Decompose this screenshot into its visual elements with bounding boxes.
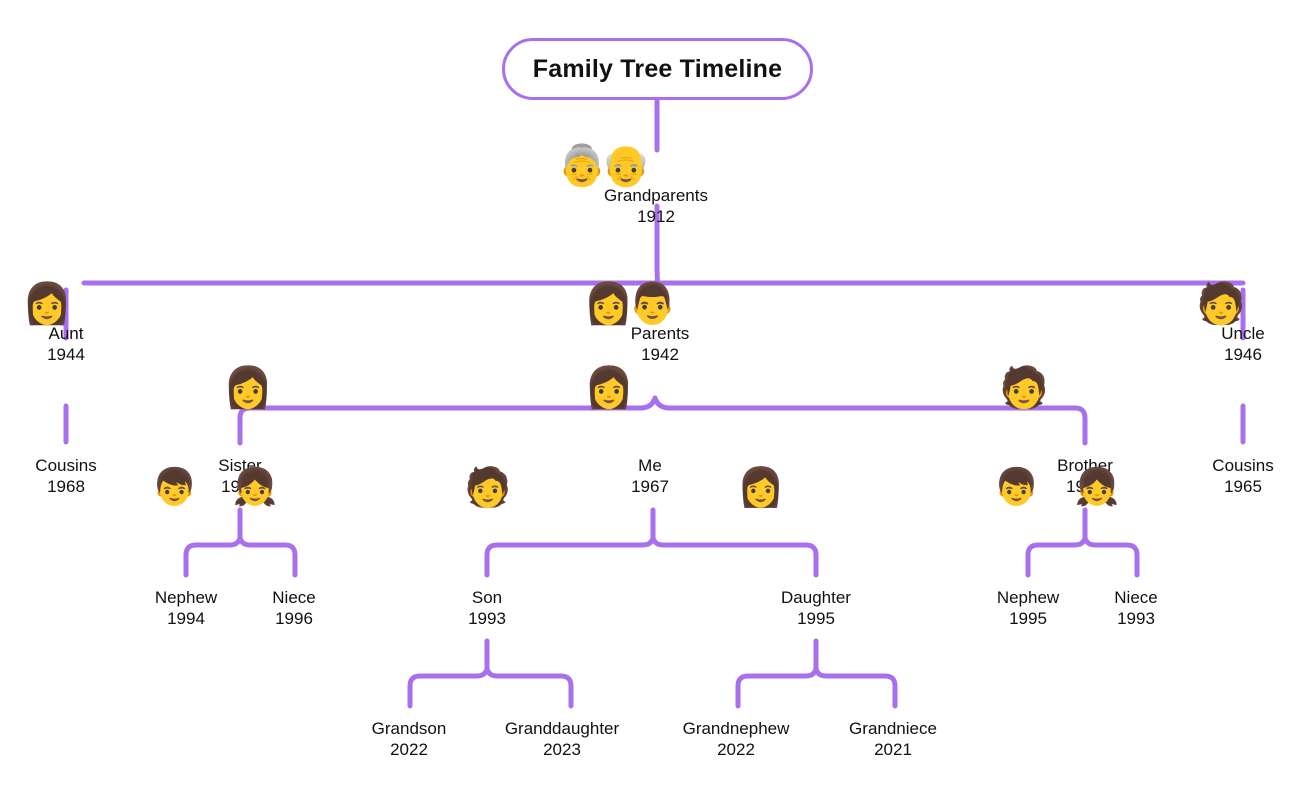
- node-label: Brother: [1057, 456, 1113, 475]
- node-label: Nephew: [154, 588, 218, 607]
- node-uncle[interactable]: 🧑 Uncle 1946: [1196, 284, 1265, 365]
- edge-brother-to-kids: [1025, 535, 1140, 578]
- node-year: 1912: [637, 206, 675, 226]
- woman-red-hair-icon: 👩: [22, 281, 72, 327]
- edge-sister-to-kids: [183, 535, 298, 578]
- node-niece-right[interactable]: 👧 Niece 1993: [1075, 470, 1158, 629]
- person-blond-hair-icon: 🧑: [1196, 281, 1247, 327]
- node-grandparents[interactable]: 👵 👴 Grandparents 1912: [557, 146, 708, 227]
- node-label: Cousins: [35, 456, 97, 475]
- node-label: Niece: [1114, 588, 1158, 607]
- node-label: Grandparents: [604, 186, 708, 205]
- node-cousins-right[interactable]: Cousins 1965: [1212, 456, 1273, 497]
- node-year: 2022: [717, 739, 755, 759]
- node-year: 1946: [1224, 344, 1262, 364]
- node-label: Daughter: [781, 588, 851, 607]
- node-cousins-left[interactable]: Cousins 1968: [35, 456, 96, 497]
- node-nephew-right[interactable]: 👦 Nephew 1995: [994, 470, 1060, 629]
- node-year: 2023: [543, 739, 581, 759]
- node-year: 1968: [221, 476, 259, 496]
- node-year: 1996: [275, 608, 313, 628]
- node-label: Grandniece: [849, 719, 937, 738]
- older-woman-icon: 👵: [557, 143, 607, 189]
- node-label: Aunt: [48, 324, 84, 343]
- node-year: 1942: [641, 344, 679, 364]
- node-brother[interactable]: 🧑 Brother 1965: [999, 368, 1113, 497]
- boy-icon: 👦: [994, 467, 1040, 508]
- node-year: 1994: [167, 608, 205, 628]
- node-year: 2021: [874, 739, 912, 759]
- node-label: Grandson: [371, 719, 447, 738]
- node-year: 1993: [1117, 608, 1155, 628]
- woman-red-hair-icon: 👩: [584, 365, 634, 411]
- node-label: Uncle: [1221, 324, 1265, 343]
- node-year: 1995: [1009, 608, 1047, 628]
- node-me[interactable]: 👩 Me 1967: [584, 368, 669, 497]
- node-grandniece[interactable]: Grandniece 2021: [849, 719, 937, 760]
- node-label: Sister: [218, 456, 262, 475]
- node-label: Grandnephew: [682, 719, 790, 738]
- node-label: Me: [638, 456, 662, 475]
- node-grandnephew[interactable]: Grandnephew 2022: [683, 719, 790, 760]
- edge-son-to-kids: [407, 666, 574, 709]
- man-icon: 👨: [627, 281, 678, 327]
- node-niece-left[interactable]: 👧 Niece 1996: [233, 470, 316, 629]
- node-daughter[interactable]: 👩 Daughter 1995: [737, 468, 851, 629]
- woman-white-hair-icon: 👩: [583, 281, 634, 327]
- older-man-icon: 👴: [601, 143, 651, 189]
- node-label: Son: [471, 588, 503, 607]
- diagram-title-pill: Family Tree Timeline: [502, 38, 813, 100]
- woman-icon: 👩: [737, 465, 785, 509]
- node-label: Granddaughter: [504, 719, 620, 738]
- girl-icon: 👧: [232, 467, 278, 508]
- node-label: Nephew: [996, 588, 1060, 607]
- node-year: 1965: [1066, 476, 1104, 496]
- edge-me-to-kids: [484, 535, 819, 578]
- node-year: 1944: [47, 344, 85, 364]
- person-red-hair-icon: 🧑: [464, 465, 512, 509]
- node-label: Niece: [272, 588, 316, 607]
- page-title: Family Tree Timeline: [532, 54, 783, 83]
- node-year: 1968: [47, 476, 85, 496]
- edge-daughter-to-kids: [735, 666, 898, 709]
- node-year: 1967: [631, 476, 669, 496]
- node-sister[interactable]: 👩 Sister 1968: [218, 368, 273, 497]
- man-bald-icon: 🧑: [999, 365, 1050, 411]
- boy-icon: 👦: [152, 467, 198, 508]
- node-year: 1965: [1224, 476, 1262, 496]
- woman-icon: 👩: [223, 365, 274, 411]
- node-grandson[interactable]: Grandson 2022: [372, 719, 447, 760]
- node-son[interactable]: 🧑 Son 1993: [464, 468, 511, 629]
- node-nephew-left[interactable]: 👦 Nephew 1994: [152, 470, 218, 629]
- node-label: Cousins: [1212, 456, 1274, 475]
- node-label: Parents: [630, 324, 690, 343]
- node-year: 2022: [390, 739, 428, 759]
- girl-icon: 👧: [1074, 467, 1120, 508]
- node-aunt[interactable]: 👩 Aunt 1944: [22, 284, 85, 365]
- node-year: 1993: [468, 608, 506, 628]
- node-year: 1995: [797, 608, 835, 628]
- node-parents[interactable]: 👩 👨 Parents 1942: [584, 284, 690, 365]
- edge-parents-to-children-bus: [237, 395, 1088, 446]
- node-granddaughter[interactable]: Granddaughter 2023: [505, 719, 619, 760]
